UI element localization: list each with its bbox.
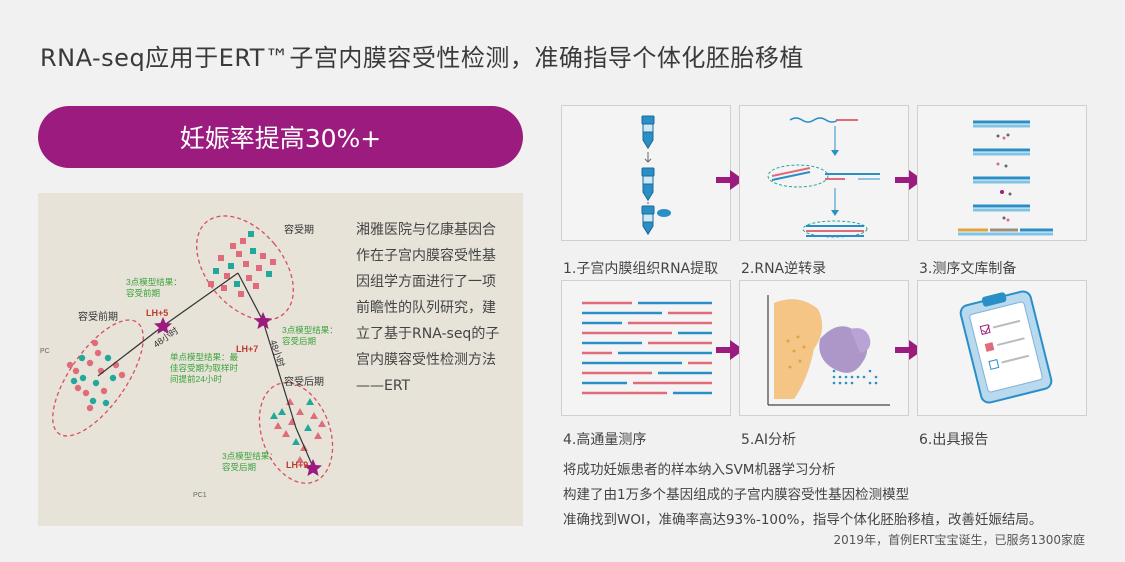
clustering-plot: 容受前期 容受期 容受后期 LH+5 LH+7 LH+9 48小时 48小时 3… <box>38 193 523 526</box>
note-line: 准确找到WOI，准确率高达93%-100%，指导个体化胚胎移植，改善妊娠结局。 <box>563 512 1043 528</box>
axis-label-y: PC <box>40 348 50 355</box>
cluster-label-pre: 容受前期 <box>78 310 118 323</box>
receptive-ellipse <box>196 215 294 321</box>
note-line: 将成功妊娠患者的样本纳入SVM机器学习分析 <box>563 462 836 478</box>
desc-line: 前瞻性的队列研究，建 <box>356 300 496 316</box>
arrow-icon <box>716 170 744 194</box>
sequencing-reads-icon <box>582 301 712 395</box>
highlight-banner: 妊娠率提高30%+ <box>38 106 523 168</box>
report-clipboard-icon <box>959 290 1053 404</box>
note-line: 构建了由1万多个基因组成的子宫内膜容受性基因检测模型 <box>563 487 910 503</box>
pre-result-line1: 3点模型结果： <box>126 277 182 287</box>
step-3-panel <box>917 105 1087 241</box>
single-result-line1: 单点模型结果：最 <box>170 352 239 362</box>
pre-receptive-points <box>66 339 126 412</box>
highlight-text: 妊娠率提高30%+ <box>179 124 382 153</box>
post-result-line1: 3点模型结果： <box>282 325 338 335</box>
desc-line: 立了基于RNA-seq的子 <box>356 326 500 342</box>
step-6-panel <box>917 280 1087 416</box>
post-result2-line1: 3点模型结果： <box>222 451 278 461</box>
step-2-label: 2.RNA逆转录 <box>741 261 827 277</box>
step-5-panel <box>739 280 909 416</box>
rna-tube-icon <box>641 115 671 235</box>
svg-text:单点模型结果：最佳容受期为取样时间提前24小时: 单点模型结果：最佳容受期为取样时间提前24小时 <box>170 352 239 384</box>
ai-analysis-icon <box>767 295 890 406</box>
step-4-label: 4.高通量测序 <box>563 432 647 448</box>
desc-line: 作在子宫内膜容受性基 <box>356 248 496 264</box>
desc-line: 湘雅医院与亿康基因合 <box>356 222 496 238</box>
reverse-transcription-icon <box>767 117 880 238</box>
single-result-line2: 佳容受期为取样时 <box>170 363 239 373</box>
arrow-icon <box>716 340 744 364</box>
star-lh9 <box>304 459 322 476</box>
svg-text:3点模型结果：容受后期: 3点模型结果：容受后期 <box>282 325 338 346</box>
page-title: RNA-seq应用于ERT™子宫内膜容受性检测，准确指导个体化胚胎移植 <box>40 44 804 72</box>
cluster-label-receptive: 容受期 <box>284 223 314 236</box>
desc-line: ——ERT <box>356 378 411 394</box>
step-4-panel <box>561 280 731 416</box>
marker-lh5: LH+5 <box>146 308 168 318</box>
receptive-points <box>208 231 276 297</box>
step-6-label: 6.出具报告 <box>919 432 989 448</box>
pre-receptive-ellipse <box>52 319 144 437</box>
summary-notes: 将成功妊娠患者的样本纳入SVM机器学习分析 构建了由1万多个基因组成的子宫内膜容… <box>563 458 1042 533</box>
svg-text:3点模型结果：容受前期: 3点模型结果：容受前期 <box>126 277 182 298</box>
post-result-line2: 容受后期 <box>282 336 316 346</box>
post-result2-line2: 容受后期 <box>222 462 256 472</box>
svg-text:3点模型结果：容受后期: 3点模型结果：容受后期 <box>222 451 278 472</box>
marker-lh9: LH+9 <box>286 460 308 470</box>
study-description: 湘雅医院与亿康基因合 作在子宫内膜容受性基 因组学方面进行了一项 前瞻性的队列研… <box>356 217 516 399</box>
library-prep-icon <box>958 120 1053 236</box>
footer-note: 2019年，首例ERT宝宝诞生，已服务1300家庭 <box>833 533 1085 547</box>
step-3-label: 3.测序文库制备 <box>919 261 1017 277</box>
step-5-label: 5.AI分析 <box>741 432 797 448</box>
desc-line: 因组学方面进行了一项 <box>356 274 496 290</box>
post-receptive-ellipse <box>258 382 334 484</box>
axis-label-x: PC1 <box>193 492 207 499</box>
arrow-icon <box>895 170 923 194</box>
step-1-label: 1.子宫内膜组织RNA提取 <box>563 261 719 277</box>
single-result-line3: 间提前24小时 <box>170 374 222 384</box>
star-lh5 <box>154 317 172 334</box>
desc-line: 宫内膜容受性检测方法 <box>356 352 496 368</box>
pre-result-line2: 容受前期 <box>126 288 160 298</box>
post-receptive-points <box>270 398 326 463</box>
step-2-panel <box>739 105 909 241</box>
arrow-icon <box>895 340 923 364</box>
cluster-label-post: 容受后期 <box>284 375 324 388</box>
step-1-panel <box>561 105 731 241</box>
marker-lh7: LH+7 <box>236 344 258 354</box>
star-lh7 <box>254 312 272 329</box>
scatter-figure: 容受前期 容受期 容受后期 LH+5 LH+7 LH+9 48小时 48小时 3… <box>40 215 338 499</box>
